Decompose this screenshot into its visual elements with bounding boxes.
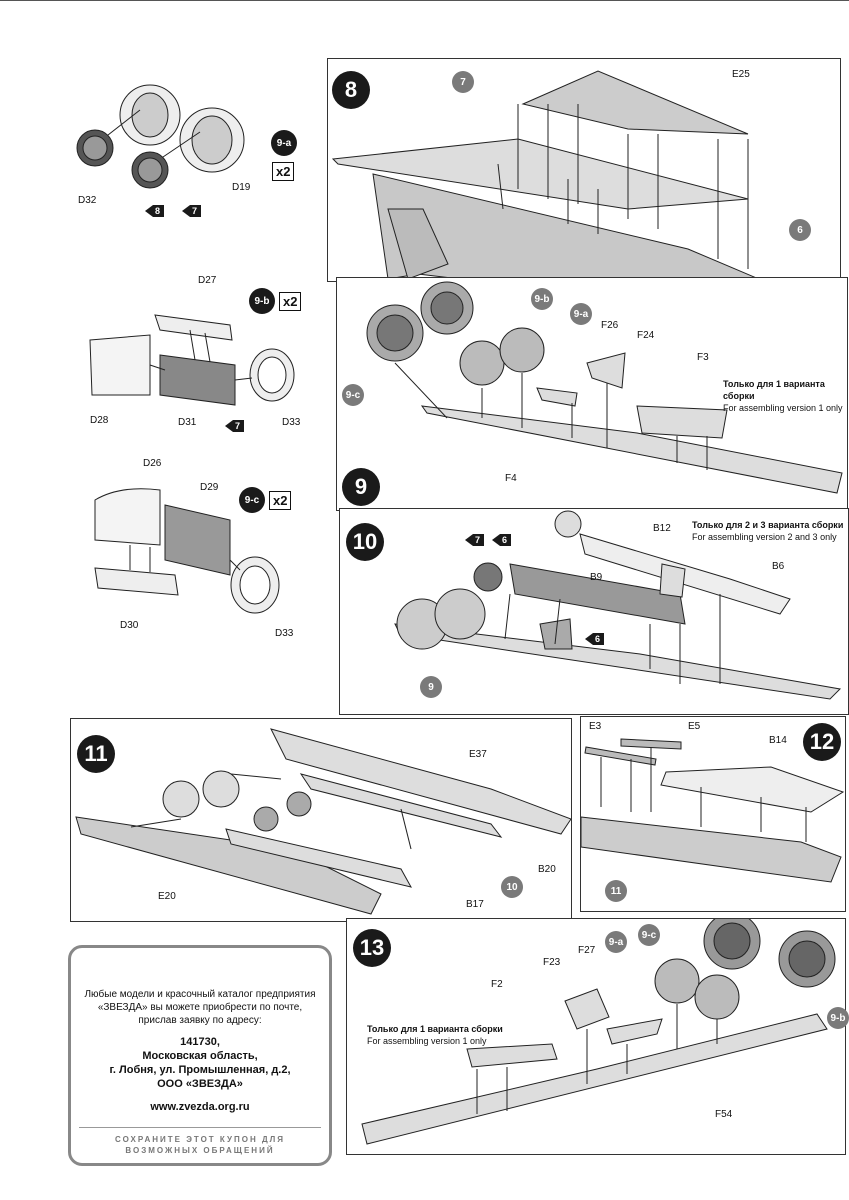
ref-bubble-9a: 9-a [605, 931, 627, 953]
part-label-f27: F27 [578, 945, 596, 956]
part-label-f26: F26 [601, 320, 619, 331]
part-label-e37: E37 [469, 749, 487, 760]
star-ref-8: 8 [145, 205, 165, 217]
step-9-drawing [366, 281, 843, 494]
version-note-ru: Только для 1 варианта сборки [367, 1024, 503, 1034]
ref-bubble-9: 9 [420, 676, 442, 698]
coupon-zip: 141730, [180, 1036, 220, 1048]
version-note: Только для 1 варианта сборки For assembl… [367, 1023, 503, 1047]
part-label-d30: D30 [120, 620, 139, 631]
part-label-b17: B17 [466, 899, 484, 910]
version-note-ru: Только для 1 варианта сборки [723, 379, 825, 401]
part-label-e20: E20 [158, 891, 176, 902]
part-label-d27: D27 [198, 275, 217, 286]
ref-bubble-6: 6 [789, 219, 811, 241]
coupon-line-3: прислав заявку по адресу: [138, 1015, 262, 1026]
part-label-f23: F23 [543, 957, 561, 968]
subassembly-id-9b: 9-b [249, 288, 275, 314]
step-9-panel: 9 9-b 9-a 9-c F26 F24 F3 F4 Только для 1… [336, 277, 848, 511]
step-11-drawing [75, 728, 571, 915]
step-10-panel: 10 7 6 6 9 B12 B9 B6 Только для 2 и 3 ва… [339, 508, 849, 715]
coupon-region: Московская область, [142, 1050, 258, 1062]
quantity-badge-9a: x2 [272, 162, 295, 181]
part-label-b12: B12 [653, 523, 671, 534]
part-label-d19: D19 [232, 182, 251, 193]
star-ref-6: 6 [492, 534, 512, 546]
star-ref-7: 7 [465, 534, 485, 546]
part-label-d26: D26 [143, 458, 162, 469]
part-label-d29: D29 [200, 482, 219, 493]
part-label-f54: F54 [715, 1109, 733, 1120]
part-label-b6: B6 [772, 561, 785, 572]
ref-bubble-11: 11 [605, 880, 627, 902]
part-label-d33: D33 [275, 628, 294, 639]
ref-bubble-9c: 9-c [638, 924, 660, 946]
step-number: 11 [77, 735, 115, 773]
coupon-website: www.zvezda.org.ru [150, 1101, 250, 1113]
part-label-f3: F3 [697, 352, 709, 363]
step-number: 12 [803, 723, 841, 761]
coupon-keep-line-1: СОХРАНИТЕ ЭТОТ КУПОН ДЛЯ [114, 1135, 286, 1144]
step-12-drawing [581, 738, 845, 883]
coupon-street: г. Лобня, ул. Промышленная, д.2, [109, 1064, 291, 1076]
step-number: 9 [342, 468, 380, 506]
step-12-panel: 12 11 E3 E5 B14 [580, 716, 846, 912]
part-label-d28: D28 [90, 415, 109, 426]
coupon-line-1: Любые модели и красочный каталог предпри… [84, 989, 316, 1000]
part-label-e5: E5 [688, 721, 701, 732]
ref-bubble-7: 7 [452, 71, 474, 93]
version-note: Только для 1 варианта сборки For assembl… [723, 378, 847, 414]
part-label-b14: B14 [769, 735, 787, 746]
part-label-f24: F24 [637, 330, 655, 341]
step-number: 8 [332, 71, 370, 109]
step-13-drawing [361, 919, 836, 1145]
star-ref-7: 7 [225, 420, 245, 432]
version-note-ru: Только для 2 и 3 варианта сборки [692, 520, 844, 530]
part-label-f2: F2 [491, 979, 503, 990]
quantity-badge-9b: x2 [279, 292, 302, 311]
ref-bubble-9b: 9-b [531, 288, 553, 310]
coupon-company: ООО «ЗВЕЗДА» [157, 1078, 243, 1090]
version-note-en: For assembling version 2 and 3 only [692, 532, 837, 542]
subassembly-id-9a: 9-a [271, 130, 297, 156]
part-label-d33: D33 [282, 417, 301, 428]
step-8-drawing [331, 70, 765, 281]
ref-bubble-9c: 9-c [342, 384, 364, 406]
subassembly-id-9c: 9-c [239, 487, 265, 513]
part-label-f4: F4 [505, 473, 517, 484]
ref-bubble-9a: 9-a [570, 303, 592, 325]
coupon-keep-line-2: ВОЗМОЖНЫХ ОБРАЩЕНИЙ [125, 1146, 275, 1155]
step-11-panel: 11 10 E37 B20 E20 B17 [70, 718, 572, 922]
part-label-e3: E3 [589, 721, 602, 732]
version-note-en: For assembling version 1 only [367, 1036, 487, 1046]
version-note: Только для 2 и 3 варианта сборки For ass… [692, 519, 843, 543]
part-label-b9: B9 [590, 572, 603, 583]
step-number: 10 [346, 523, 384, 561]
ref-bubble-10: 10 [501, 876, 523, 898]
star-ref-7: 7 [182, 205, 202, 217]
step-10-drawing [394, 510, 842, 700]
step-13-panel: 13 9-c 9-a 9-b F23 F27 F2 F54 Только для… [346, 918, 849, 1155]
part-label-e25: E25 [732, 69, 750, 80]
star-ref-6: 6 [585, 633, 605, 645]
step-number: 13 [353, 929, 391, 967]
step-8-panel: 8 7 6 E25 [327, 58, 841, 282]
ref-bubble-9b: 9-b [827, 1007, 849, 1029]
part-label-b20: B20 [538, 864, 556, 875]
mail-order-coupon: Любые модели и красочный каталог предпри… [68, 945, 332, 1166]
version-note-en: For assembling version 1 only [723, 403, 843, 413]
quantity-badge-9c: x2 [269, 491, 292, 510]
part-label-d31: D31 [178, 417, 197, 428]
coupon-line-2: «ЗВЕЗДА» вы можете приобрести по почте, [97, 1002, 303, 1013]
top-rule [0, 0, 849, 5]
part-label-d32: D32 [78, 195, 97, 206]
